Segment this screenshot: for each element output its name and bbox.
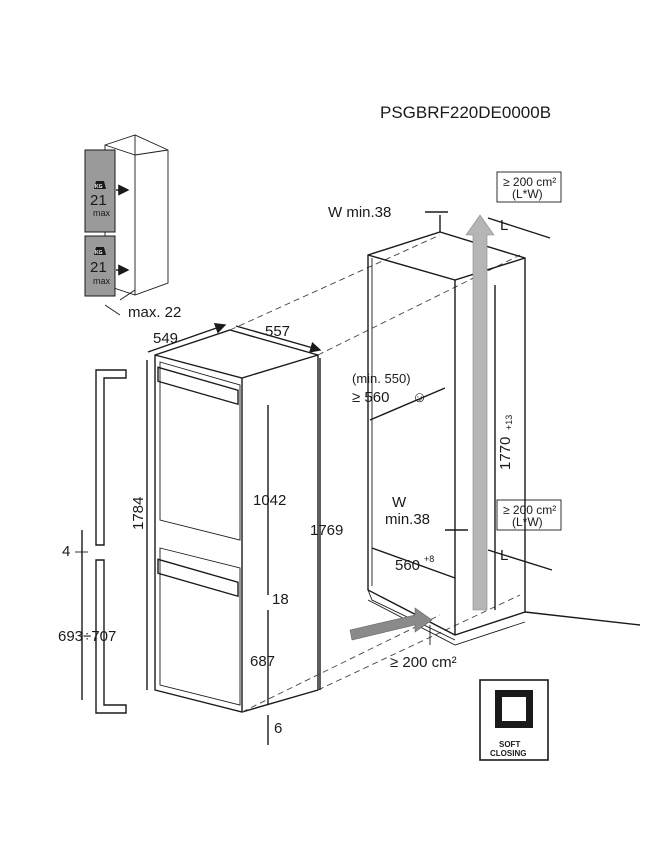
- upper-load-value: 21: [90, 192, 107, 209]
- wall-mid-min: min.38: [385, 511, 430, 528]
- top-vent-box: [496, 171, 562, 203]
- upper-load-unit: max: [93, 208, 111, 218]
- mid-vent-formula: (L*W): [512, 515, 543, 529]
- total-height-dim: 1784: [130, 497, 147, 530]
- lower-door-panel: [84, 235, 116, 297]
- niche-figure: [367, 231, 641, 646]
- niche-depth-symbol: ☺: [412, 389, 427, 406]
- svg-text:KG: KG: [95, 250, 103, 256]
- lower-load-value: 21: [90, 259, 107, 276]
- freezer-door-dim: 687: [250, 653, 275, 670]
- svg-text:KG: KG: [95, 184, 103, 190]
- fridge-door-dim: 1042: [253, 492, 286, 509]
- lower-weight-icon: KG: [94, 247, 106, 256]
- model-code: PSGBRF220DE0000B: [380, 103, 551, 122]
- body-height-dim: 1769: [310, 522, 343, 539]
- upper-door-panel: [84, 149, 116, 233]
- middle-gap-dim: 18: [272, 591, 289, 608]
- niche-width-tol: +8: [424, 554, 434, 564]
- wall-top-label: W min.38: [328, 204, 391, 221]
- niche-width: 560: [395, 557, 420, 574]
- top-vent-formula: (L*W): [512, 187, 543, 201]
- depth-dim: 549: [153, 330, 178, 347]
- niche-min-depth: (min. 550): [352, 371, 411, 386]
- appliance-figure: [154, 234, 521, 713]
- badge-line2: CLOSING: [490, 749, 526, 758]
- door-load-figure: KG 21 max KG 21 max max. 22: [84, 134, 181, 321]
- mid-vent-box: [496, 499, 562, 531]
- niche-height: 1770: [497, 437, 514, 470]
- intake-airflow-arrow: [349, 607, 433, 641]
- width-dim: 557: [265, 323, 290, 340]
- door-gap-top-dim: 4: [62, 543, 70, 560]
- bottom-gap-dim: 6: [274, 720, 282, 737]
- exhaust-airflow-arrow: [465, 214, 495, 611]
- top-L-label: L: [500, 217, 508, 234]
- niche-height-tol: +13: [504, 415, 514, 430]
- bottom-vent-area: ≥ 200 cm²: [390, 654, 457, 671]
- lower-load-unit: max: [93, 276, 111, 286]
- furniture-door-figure: [81, 369, 127, 714]
- badge-line1: SOFT: [499, 740, 520, 749]
- soft-closing-badge: SOFT CLOSING: [479, 679, 549, 761]
- upper-weight-icon: KG: [94, 181, 106, 190]
- door-gap-label: max. 22: [128, 304, 181, 321]
- mid-vent-area: ≥ 200 cm²: [503, 503, 556, 517]
- niche-depth: ≥ 560: [352, 389, 389, 406]
- door-range-dim: 693÷707: [58, 628, 116, 645]
- top-vent-area: ≥ 200 cm²: [503, 175, 556, 189]
- wall-mid-w: W: [392, 494, 407, 511]
